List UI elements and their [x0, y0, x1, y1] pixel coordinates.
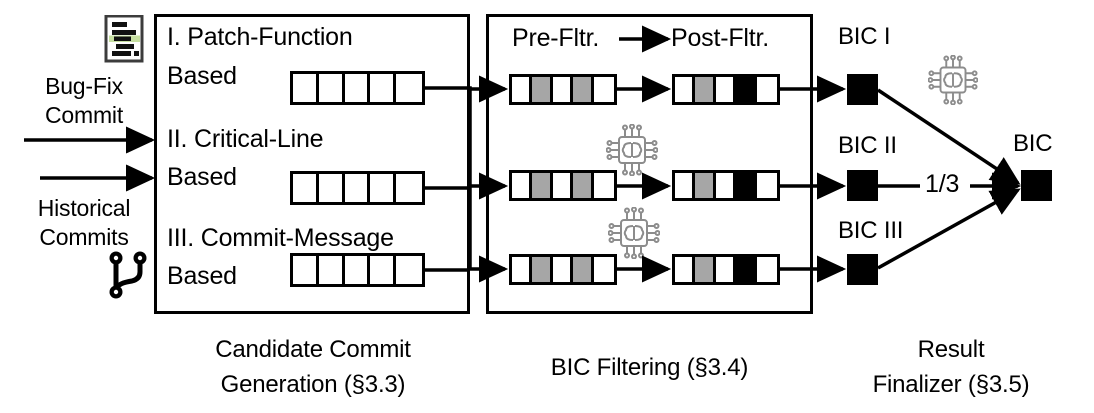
postfilter-cell — [675, 257, 696, 282]
prefilter-cell — [512, 173, 533, 198]
postfilter-cell — [675, 173, 696, 198]
caption-result-finalizer-line1: Result — [917, 336, 985, 363]
prefilter-strip-2 — [509, 170, 617, 201]
postfilter-strip-2 — [672, 170, 780, 201]
candidate-cell — [318, 174, 345, 202]
prefilter-cell — [512, 77, 533, 102]
final-bic-square — [1021, 170, 1052, 201]
final-bic-label: BIC — [1013, 130, 1053, 157]
panel-bic-filtering — [486, 14, 813, 314]
postfilter-cell — [756, 257, 777, 282]
input-label-bugfix-line2: Commit — [44, 102, 124, 128]
prefilter-strip-3 — [509, 254, 617, 285]
method-2-title: II. Critical-Line — [167, 125, 324, 153]
method-1-subtitle: Based — [167, 62, 237, 90]
ai-brain-chip-icon — [927, 54, 979, 106]
postfilter-cell — [715, 173, 737, 198]
postfilter-cell — [736, 257, 757, 282]
postfilter-cell — [675, 77, 696, 102]
prefilter-cell — [552, 173, 574, 198]
postfilter-cell — [715, 77, 737, 102]
postfilter-cell — [695, 257, 716, 282]
method-2-subtitle: Based — [167, 163, 237, 191]
input-label-historical-line2: Commits — [39, 224, 129, 250]
result-square-bic-1 — [847, 74, 878, 105]
result-square-bic-2 — [847, 170, 878, 201]
candidate-cell — [344, 74, 371, 102]
candidate-cell — [293, 256, 319, 284]
candidate-cell — [318, 74, 345, 102]
ai-brain-chip-icon — [607, 206, 661, 260]
candidate-cell — [370, 256, 397, 284]
postfilter-cell — [695, 173, 716, 198]
prefilter-strip-1 — [509, 74, 617, 105]
candidate-cell — [370, 74, 397, 102]
postfilter-cell — [695, 77, 716, 102]
candidate-strip-2 — [290, 171, 425, 205]
result-label-bic-1: BIC I — [838, 23, 891, 50]
caption-bic-filtering: BIC Filtering (§3.4) — [550, 354, 749, 381]
method-1-title: I. Patch-Function — [167, 23, 353, 51]
candidate-cell — [344, 174, 371, 202]
method-3-title: III. Commit-Message — [167, 224, 394, 252]
prefilter-cell — [532, 257, 553, 282]
postfilter-cell — [736, 77, 757, 102]
postfilter-cell — [756, 77, 777, 102]
candidate-cell — [293, 174, 319, 202]
candidate-cell — [396, 174, 422, 202]
candidate-cell — [318, 256, 345, 284]
candidate-cell — [396, 256, 422, 284]
candidate-cell — [396, 74, 422, 102]
filter-header-pre: Pre-Fltr. — [512, 24, 600, 52]
caption-result-finalizer-line2: Finalizer (§3.5) — [872, 371, 1030, 398]
caption-candidate-generation-line2: Generation (§3.3) — [220, 371, 406, 398]
prefilter-cell — [573, 257, 594, 282]
method-3-subtitle: Based — [167, 262, 237, 290]
prefilter-cell — [532, 173, 553, 198]
prefilter-cell — [573, 77, 594, 102]
input-label-historical-line1: Historical — [37, 195, 131, 221]
patch-diff-document-icon — [104, 14, 144, 63]
prefilter-cell — [512, 257, 533, 282]
candidate-strip-3 — [290, 253, 425, 287]
prefilter-cell — [532, 77, 553, 102]
filter-header-post: Post-Fltr. — [671, 24, 770, 52]
prefilter-cell — [593, 257, 614, 282]
postfilter-strip-3 — [672, 254, 780, 285]
candidate-cell — [344, 256, 371, 284]
result-label-bic-2: BIC II — [838, 132, 897, 159]
prefilter-cell — [593, 77, 614, 102]
result-label-bic-3: BIC III — [838, 217, 904, 244]
candidate-cell — [293, 74, 319, 102]
postfilter-cell — [736, 173, 757, 198]
weight-label: 1/3 — [925, 170, 960, 198]
postfilter-strip-1 — [672, 74, 780, 105]
postfilter-cell — [756, 173, 777, 198]
prefilter-cell — [552, 77, 574, 102]
candidate-strip-1 — [290, 71, 425, 105]
candidate-cell — [370, 174, 397, 202]
prefilter-cell — [593, 173, 614, 198]
git-branch-icon — [104, 248, 152, 300]
ai-brain-chip-icon — [605, 123, 659, 177]
postfilter-cell — [715, 257, 737, 282]
caption-candidate-generation-line1: Candidate Commit — [215, 336, 411, 363]
prefilter-cell — [573, 173, 594, 198]
prefilter-cell — [552, 257, 574, 282]
result-square-bic-3 — [847, 254, 878, 285]
input-label-bugfix-line1: Bug-Fix — [45, 73, 123, 99]
